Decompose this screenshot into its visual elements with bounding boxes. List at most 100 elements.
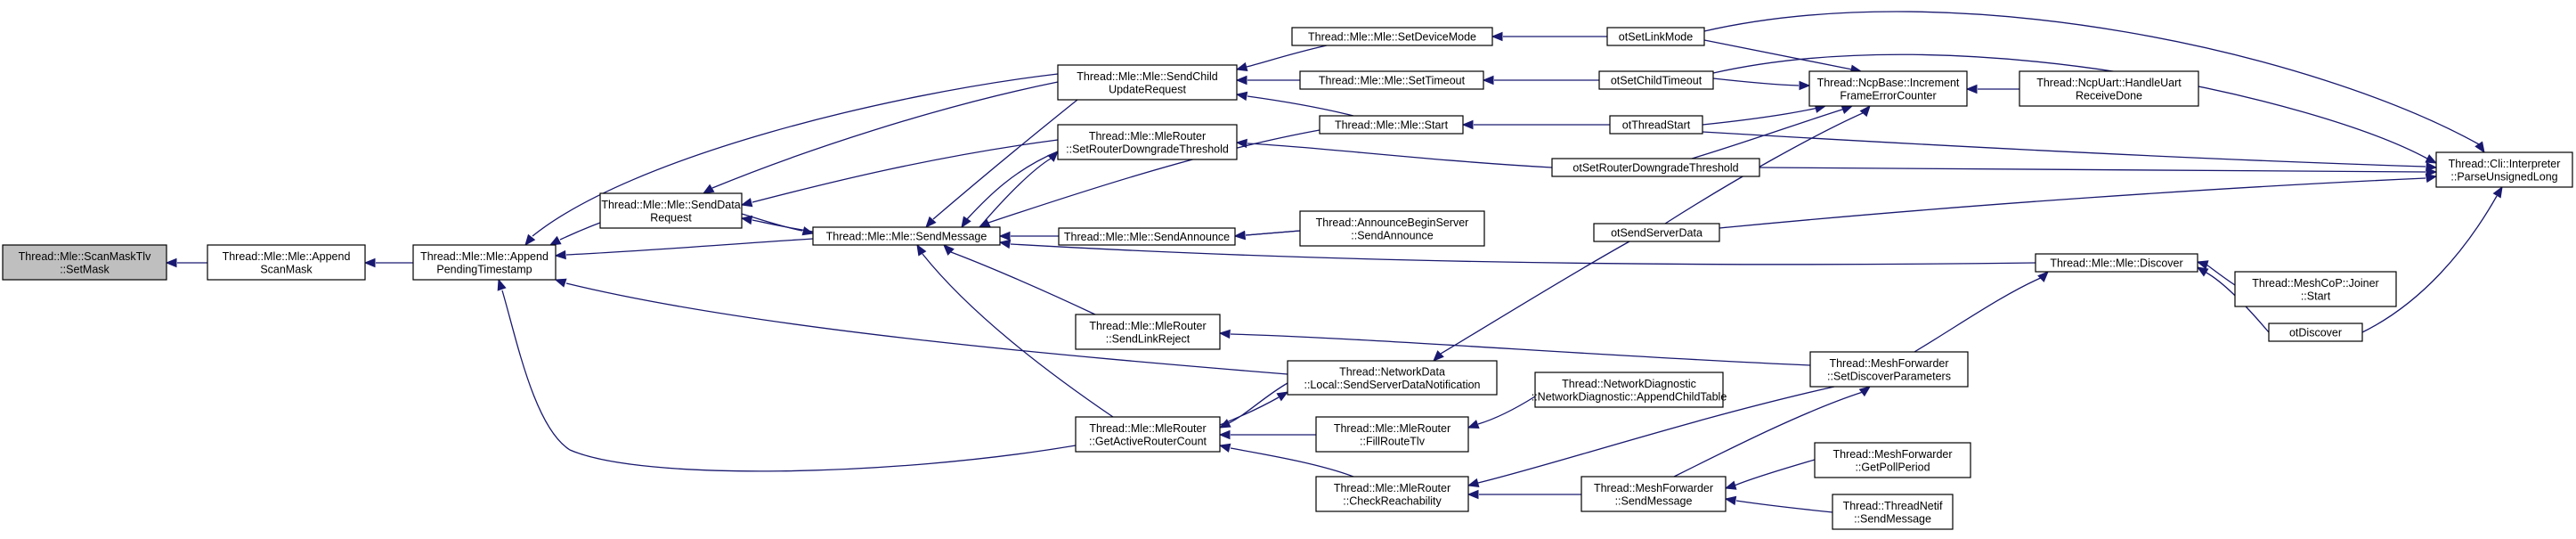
node-otsetlinkmode[interactable]: otSetLinkMode (1606, 27, 1705, 46)
arrow-head-icon (1276, 391, 1289, 402)
node-otsetrouterdowngrade[interactable]: otSetRouterDowngradeThreshold (1551, 158, 1760, 177)
node-box (1832, 494, 1954, 530)
node-label-line: ScanMask (260, 263, 313, 275)
edge-otsetlinkmode-to-setdevicemode (1491, 31, 1607, 42)
edge-line (501, 290, 1077, 472)
node-discover[interactable]: Thread::Mle::Mle::Discover (2035, 253, 2198, 273)
arrow-head-icon (2426, 167, 2438, 177)
node-netifsendmsg[interactable]: Thread::ThreadNetif::SendMessage (1832, 494, 1954, 530)
node-ncpincrement[interactable]: Thread::NcpBase::IncrementFrameErrorCoun… (1808, 70, 1968, 107)
edge-line (1691, 108, 1846, 159)
edge-line (1914, 276, 2044, 353)
node-label-line: Thread::Mle::ScanMaskTlv (19, 250, 151, 263)
node-box (1808, 70, 1968, 107)
edge-line (1664, 111, 1865, 225)
node-label-line: otSendServerData (1611, 227, 1702, 240)
node-box (812, 226, 1001, 246)
arrow-head-icon (1724, 495, 1737, 506)
node-label-line: Thread::Mle::Mle::SendAnnounce (1064, 231, 1230, 243)
edge-line (711, 81, 1059, 189)
node-sendserverdatanotif[interactable]: Thread::NetworkData::Local::SendServerDa… (1287, 360, 1498, 396)
node-mlestart[interactable]: Thread::Mle::Mle::Start (1319, 115, 1464, 135)
node-label-line: otSetChildTimeout (1611, 75, 1702, 87)
node-label-line: otThreadStart (1622, 119, 1691, 132)
node-label-line: Thread::MeshForwarder (1832, 448, 1952, 461)
node-setrouterdowngrade[interactable]: Thread::Mle::MleRouter::SetRouterDowngra… (1057, 124, 1238, 160)
node-label-line: ::NetworkDiagnostic::AppendChildTable (1532, 390, 1727, 403)
arrow-head-icon (1235, 75, 1247, 86)
node-label-line: ::Start (2301, 290, 2331, 302)
node-netdiag[interactable]: Thread::NetworkDiagnostic::NetworkDiagno… (1532, 372, 1727, 408)
edge-line (987, 129, 1321, 224)
node-sendlinkreject[interactable]: Thread::Mle::MleRouter::SendLinkReject (1075, 314, 1221, 350)
node-box (2019, 70, 2199, 107)
node-label-line: Thread::Mle::Mle::SetDeviceMode (1308, 31, 1476, 44)
edge-otthreadstart-to-mlestart (1461, 119, 1610, 130)
arrow-head-icon (1491, 31, 1503, 42)
edge-mlestart-to-sendchildupdate (1235, 91, 1354, 117)
node-label-line: Thread::Mle::MleRouter (1089, 320, 1206, 332)
edge-otsetchildtimeout-to-settimeout (1482, 75, 1599, 86)
edge-line (979, 158, 1052, 228)
node-otthreadstart[interactable]: otThreadStart (1609, 115, 1703, 135)
node-box (1291, 27, 1493, 46)
node-box (599, 192, 743, 229)
node-label-line: ::SetRouterDowngradeThreshold (1066, 143, 1229, 155)
arrow-head-icon (2196, 266, 2209, 277)
node-box (2268, 323, 2363, 342)
arrow-head-icon (1467, 489, 1479, 500)
edge-line (559, 222, 601, 241)
edge-line (1477, 386, 1835, 484)
node-otsetchildtimeout[interactable]: otSetChildTimeout (1598, 70, 1714, 90)
node-box (1299, 210, 1485, 247)
node-label-line: Thread::NetworkData (1339, 365, 1445, 378)
node-getactiverouter[interactable]: Thread::Mle::MleRouter::GetActiveRouterC… (1075, 416, 1221, 453)
node-announcebegin[interactable]: Thread::AnnounceBeginServer::SendAnnounc… (1299, 210, 1485, 247)
node-label-line: Thread::MeshCoP::Joiner (2252, 277, 2378, 290)
node-cliparse[interactable]: Thread::Cli::Interpreter::ParseUnsignedL… (2435, 151, 2573, 188)
node-otdiscover[interactable]: otDiscover (2268, 323, 2363, 342)
node-checkreach[interactable]: Thread::Mle::MleRouter::CheckReachabilit… (1315, 476, 1469, 512)
arrow-head-icon (1461, 119, 1474, 130)
edge-line (1228, 382, 1288, 424)
node-box (1593, 223, 1720, 242)
node-sendannounce[interactable]: Thread::Mle::Mle::SendAnnounce (1058, 227, 1236, 246)
arrow-head-icon (1467, 420, 1480, 429)
node-otsendserverdata[interactable]: otSendServerData (1593, 223, 1720, 242)
node-sendmessage[interactable]: Thread::Mle::Mle::SendMessage (812, 226, 1001, 246)
arrow-head-icon (702, 184, 715, 194)
arrow-head-icon (1482, 75, 1494, 86)
node-setdiscoverparams[interactable]: Thread::MeshForwarder::SetDiscoverParame… (1809, 351, 1969, 388)
node-label-line: Thread::Mle::Mle::Append (420, 250, 549, 263)
edge-line (1735, 500, 1833, 513)
node-box (1809, 351, 1969, 388)
edge-line (2206, 264, 2236, 286)
arrow-head-icon (1467, 478, 1480, 488)
node-getpollperiod[interactable]: Thread::MeshForwarder::GetPollPeriod (1814, 442, 1971, 478)
edge-getpollperiod-to-meshsendmsg (1724, 459, 1816, 490)
edge-discover-to-sendmessage (998, 239, 2036, 265)
node-meshcopjoiner[interactable]: Thread::MeshCoP::Joiner::Start (2234, 271, 2397, 307)
arrow-head-icon (363, 257, 376, 268)
arrow-head-icon (925, 216, 937, 228)
node-label-line: Thread::Mle::Mle::SendData (601, 199, 740, 211)
node-setdevicemode[interactable]: Thread::Mle::Mle::SetDeviceMode (1291, 27, 1493, 46)
node-label-line: ::SetMask (60, 263, 110, 275)
node-settimeout[interactable]: Thread::Mle::Mle::SetTimeout (1299, 70, 1484, 90)
arrow-head-icon (2037, 271, 2049, 282)
edge-line (1230, 333, 1811, 366)
node-fillroutetlv[interactable]: Thread::Mle::MleRouter::FillRouteTlv (1315, 416, 1469, 453)
node-label-line: Thread::MeshForwarder (1829, 357, 1948, 370)
edge-line (741, 213, 803, 232)
node-label-line: ::GetPollPeriod (1855, 461, 1930, 473)
arrow-head-icon (1859, 104, 1871, 118)
node-box (1609, 115, 1703, 135)
edge-line (1219, 396, 1280, 426)
node-scanmask[interactable]: Thread::Mle::ScanMaskTlv::SetMask (2, 244, 167, 281)
node-meshsendmsg[interactable]: Thread::MeshForwarder::SendMessage (1581, 476, 1727, 512)
